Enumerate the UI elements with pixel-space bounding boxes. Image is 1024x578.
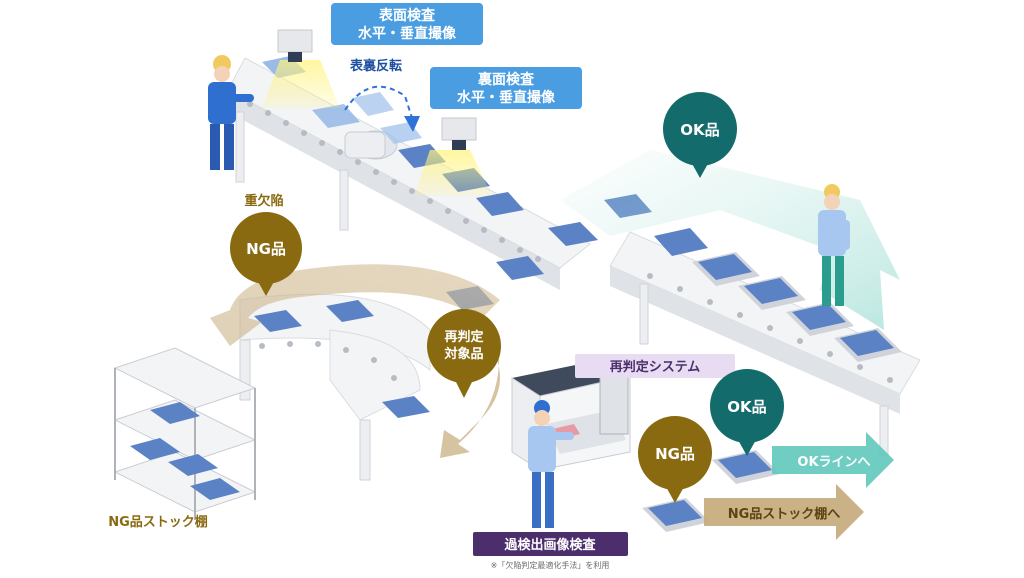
- back-inspection-label: 裏面検査 水平・垂直撮像: [430, 67, 582, 109]
- reinspect-station: [511, 360, 631, 471]
- front-inspection-line1: 表面検査: [378, 7, 436, 24]
- to-ok-line-text: OKラインへ: [797, 455, 870, 470]
- front-inspection-line2: 水平・垂直撮像: [358, 25, 457, 42]
- ok-top-label: OK品: [680, 121, 719, 139]
- front-inspection-label: 表面検査 水平・垂直撮像: [331, 3, 483, 45]
- ok-bottom-bubble: OK品: [710, 369, 784, 456]
- reinspect-target-bubble: 再判定 対象品: [427, 309, 501, 398]
- ng-bottom-label: NG品: [655, 445, 695, 463]
- reinspect-system-label: 再判定システム: [575, 354, 735, 378]
- over-detect-label: 過検出画像検査: [473, 532, 628, 556]
- flip-arrowhead: [404, 116, 420, 132]
- ng-bubble-label: NG品: [246, 240, 286, 258]
- back-inspection-line2: 水平・垂直撮像: [457, 89, 556, 106]
- ng-bubble: NG品: [230, 212, 302, 296]
- ok-flow-arrow: [560, 150, 900, 330]
- flip-label: 表裏反転: [349, 58, 402, 74]
- ng-bottom-bubble: NG品: [638, 416, 712, 503]
- ok-bottom-label: OK品: [727, 398, 766, 416]
- worker-left: [208, 55, 254, 170]
- ng-rack-arrow: [704, 484, 864, 540]
- ng-conveyor: [239, 293, 431, 481]
- back-camera: [414, 117, 492, 196]
- reinspect-system-text: 再判定システム: [610, 359, 701, 375]
- flip-roller: [344, 130, 398, 160]
- ok-line-arrow: [772, 432, 894, 488]
- footnote: ※「欠陥判定最適化手法」を利用: [491, 560, 610, 570]
- front-camera: [262, 29, 340, 108]
- reinspect-target-line1: 再判定: [444, 329, 483, 345]
- bottom-trays: [642, 450, 780, 532]
- over-detect-text: 過検出画像検査: [503, 537, 596, 553]
- ng-rack-label: NG品ストック棚: [108, 514, 208, 530]
- reinspect-target-line2: 対象品: [443, 346, 483, 362]
- ng-flow-arrow: [210, 264, 500, 346]
- major-defect-label: 重欠陥: [244, 193, 283, 209]
- ok-top-bubble: OK品: [663, 92, 737, 178]
- ok-conveyor: [609, 231, 921, 457]
- to-ng-rack-text: NG品ストック棚へ: [728, 506, 841, 522]
- worker-right: [818, 184, 850, 306]
- ng-stock-rack: [113, 347, 257, 520]
- ok-trays: [654, 228, 902, 362]
- back-inspection-line1: 裏面検査: [477, 71, 535, 88]
- worker-reinspect: [528, 400, 574, 528]
- flip-arrow: [344, 85, 413, 119]
